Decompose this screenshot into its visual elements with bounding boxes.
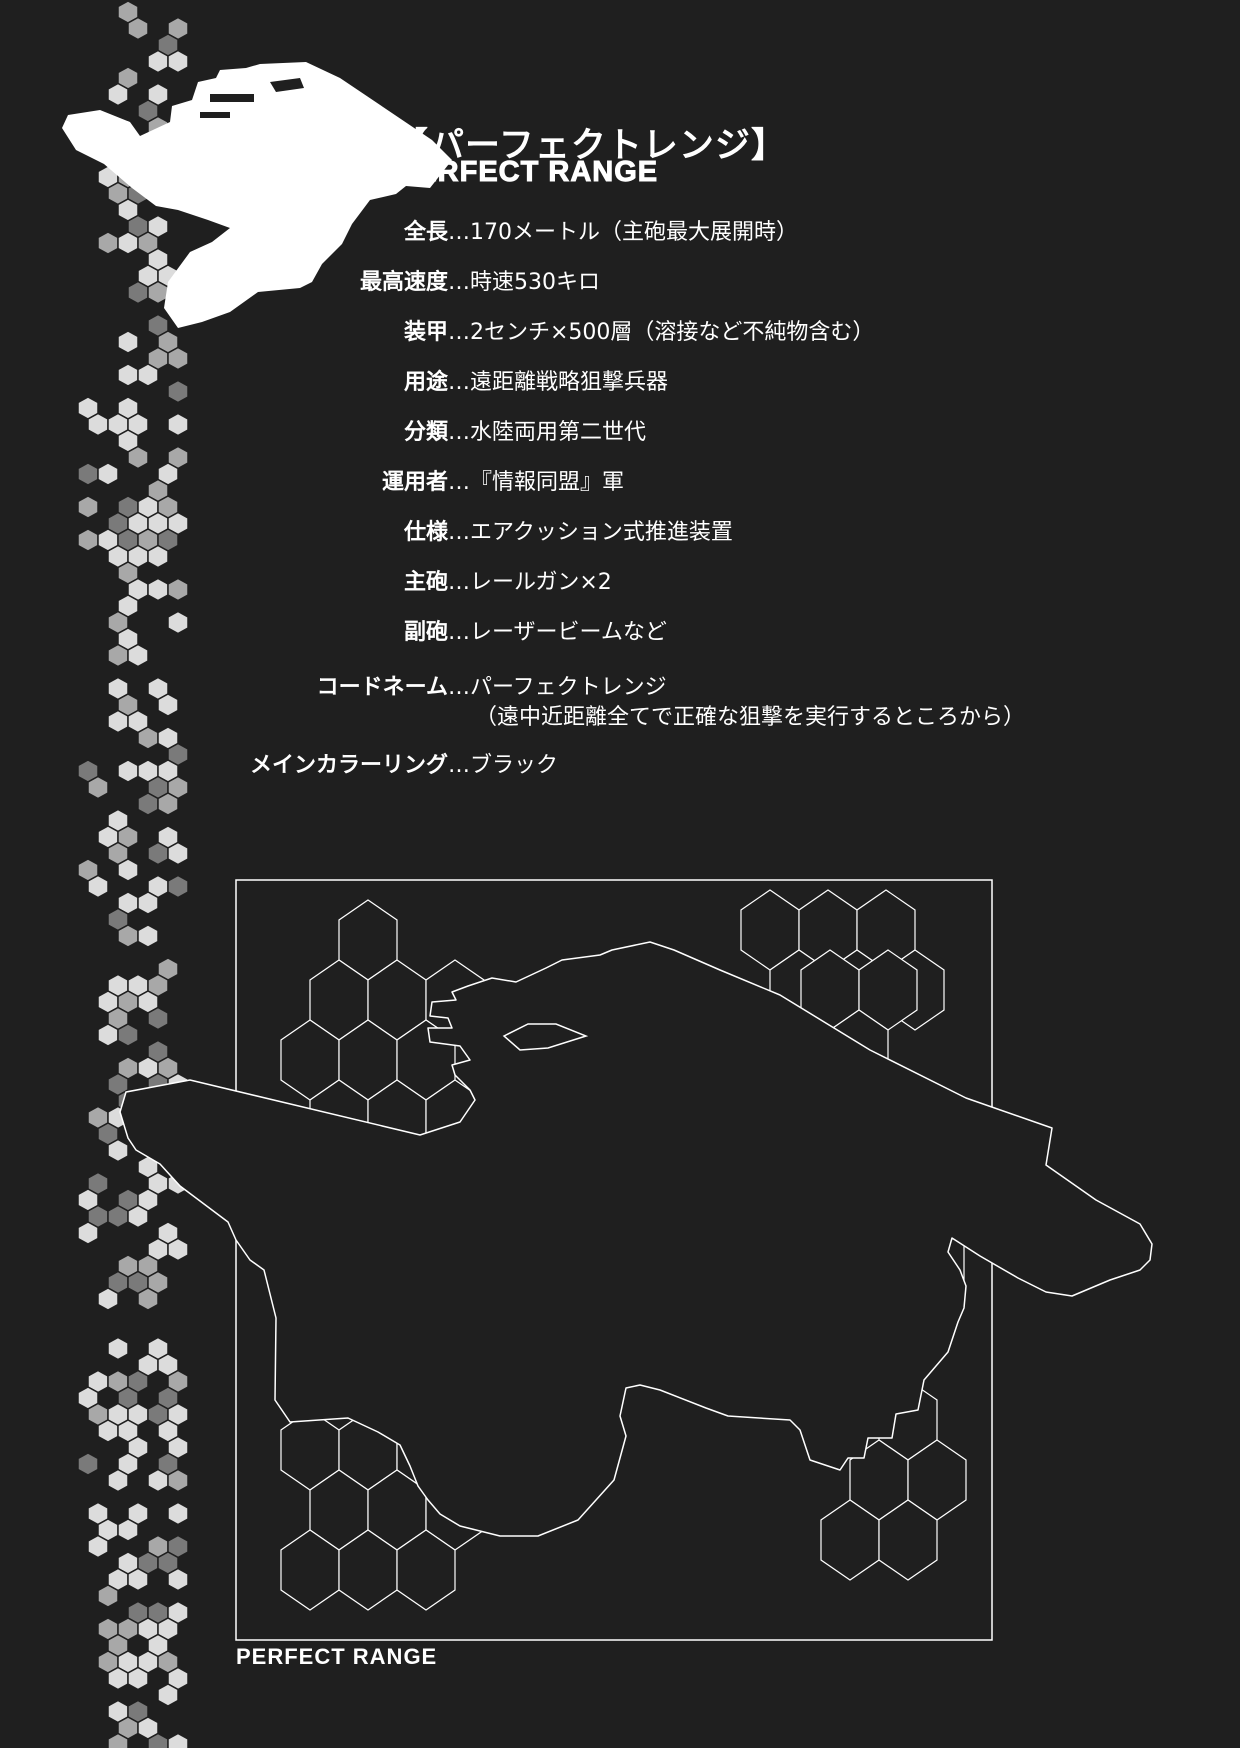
spec-separator: … (448, 270, 470, 295)
outline-hexagon (396, 1529, 456, 1611)
spec-label: 主砲 (403, 570, 448, 595)
hexagon-tile (167, 577, 189, 602)
hexagon-tile (167, 346, 189, 371)
hexagon-tile (167, 1237, 189, 1262)
hexagon-tile (127, 16, 149, 41)
spec-value: 170メートル（主砲最大展開時） (470, 220, 798, 245)
specification-list: 全長 …170メートル（主砲最大展開時） 最高速度 …時速530キロ 装甲 …2… (0, 0, 1240, 800)
hexagon-tile (97, 1584, 119, 1608)
hexagon-tile (87, 1534, 109, 1559)
hexagon-tile (117, 1518, 139, 1542)
hexagon-tile (117, 858, 139, 882)
spec-separator: … (448, 620, 470, 645)
hexagon-tile (167, 1468, 189, 1493)
hexagon-tile (77, 495, 99, 519)
spec-separator: … (448, 570, 470, 595)
hexagon-tile (157, 792, 179, 816)
hexagon-tile (107, 1732, 129, 1748)
vehicle-outline-illustration (119, 879, 1153, 1641)
hexagon-tile (137, 1287, 159, 1311)
figure-caption: PERFECT RANGE (236, 1644, 438, 1669)
hexagon-tile (107, 1138, 129, 1163)
spec-separator: … (448, 520, 470, 545)
spec-value: パーフェクトレンジ (470, 675, 667, 700)
hexagon-tile (77, 1221, 99, 1245)
hexagon-tile (107, 1666, 129, 1691)
hexagon-tile (137, 891, 159, 915)
outline-hexagon (878, 1499, 938, 1581)
hexagon-tile (107, 82, 129, 107)
spec-value: 水陸両用第二世代 (470, 420, 647, 445)
spec-note: （遠中近距離全てで正確な狙撃を実行するところから） (475, 705, 1026, 730)
spec-label: 副砲 (403, 620, 448, 645)
title-english: PERFECT RANGE (396, 156, 659, 189)
hexagon-tile (117, 330, 139, 354)
vehicle-cockpit-outline (502, 1023, 589, 1051)
spec-separator: … (448, 753, 470, 778)
hexagon-tile (137, 363, 159, 387)
spec-separator: … (448, 220, 470, 245)
hexagon-tile (97, 1287, 119, 1311)
hexagon-tile (87, 874, 109, 899)
spec-separator: … (448, 420, 470, 445)
hexagon-tile (167, 1732, 189, 1748)
hexagon-tile (127, 1567, 149, 1592)
hexagon-tile (167, 1567, 189, 1592)
hexagon-tile (157, 1683, 179, 1707)
hexagon-tile (107, 1468, 129, 1493)
spec-value: 2センチ×500層（溶接など不純物含む） (470, 320, 875, 345)
hexagon-tile (137, 924, 159, 948)
spec-separator: … (448, 320, 470, 345)
vehicle-outline (119, 941, 1153, 1537)
hexagon-tile (87, 775, 109, 800)
spec-separator: … (448, 370, 470, 395)
hexagon-tile (127, 1666, 149, 1691)
spec-label: 用途 (403, 370, 448, 395)
hexagon-tile (117, 1023, 139, 1047)
spec-value: レールガン×2 (470, 570, 612, 595)
spec-value: 『情報同盟』軍 (470, 470, 625, 495)
hexagon-border-strip (77, 0, 189, 1748)
hexagon-tile (167, 610, 189, 635)
spec-label: メインカラーリング (249, 753, 448, 778)
vehicle-silhouette-icon (62, 62, 452, 328)
hexagon-tile (167, 1501, 189, 1526)
spec-value: 時速530キロ (470, 270, 600, 295)
spec-label: 最高速度 (359, 270, 448, 295)
hexagon-tile (147, 544, 169, 569)
spec-label: 全長 (403, 220, 448, 245)
spec-value: 遠距離戦略狙撃兵器 (470, 370, 669, 395)
hexagon-tile (97, 462, 119, 486)
hexagon-tile (127, 1204, 149, 1229)
hexagon-tile (127, 643, 149, 668)
spec-value: ブラック (470, 753, 559, 778)
spec-separator: … (448, 675, 470, 700)
hexagon-tile (167, 412, 189, 437)
hexagon-tile (147, 1006, 169, 1031)
spec-value: エアクッション式推進装置 (470, 520, 733, 545)
hexagon-tile (167, 49, 189, 74)
hexagon-tile (77, 1452, 99, 1476)
hexagon-tile (167, 379, 189, 404)
hexagon-tile (127, 445, 149, 470)
hexagon-tile (157, 693, 179, 717)
spec-label: 仕様 (403, 520, 448, 545)
spec-label: コードネーム (316, 675, 448, 700)
spec-label: 装甲 (403, 320, 448, 345)
spec-separator: … (448, 470, 470, 495)
hexagon-tile (107, 1336, 129, 1361)
hexagon-tile (167, 841, 189, 866)
spec-label: 運用者 (381, 470, 448, 495)
hexagon-tile (167, 874, 189, 899)
spec-label: 分類 (403, 420, 448, 445)
spec-value: レーザービームなど (470, 620, 667, 645)
title-japanese: 【パーフェクトレンジ】 (393, 126, 787, 166)
